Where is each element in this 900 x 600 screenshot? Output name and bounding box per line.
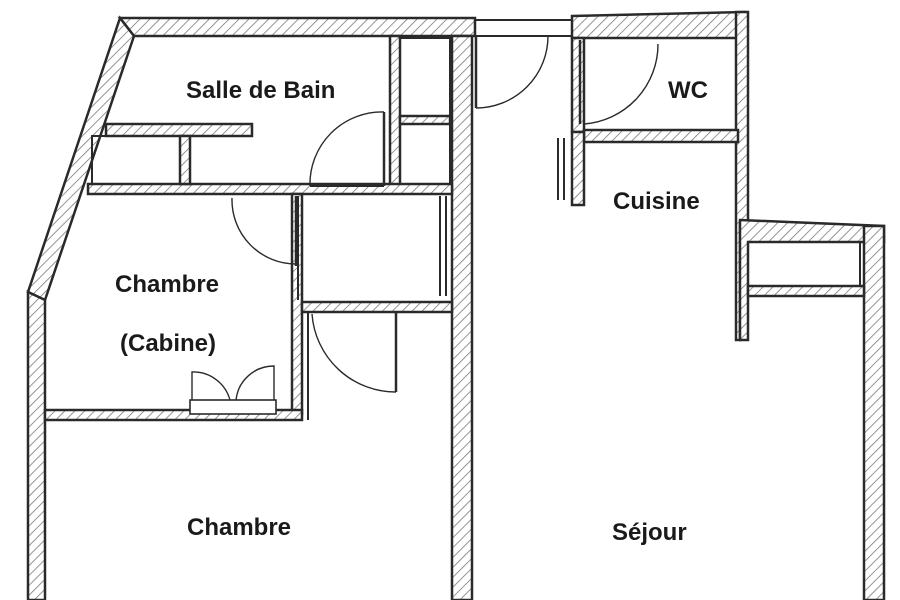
label-cuisine: Cuisine <box>613 188 700 215</box>
label-wc: WC <box>668 77 708 104</box>
wall-wc-left <box>570 36 586 134</box>
niche-box <box>747 241 861 287</box>
niche-shelf <box>746 284 866 298</box>
wall-bath-divider <box>178 134 192 186</box>
wc-door-swing <box>583 43 659 125</box>
label-chambre-cabine-line2: (Cabine) <box>120 330 216 357</box>
entrance-door-swing <box>475 35 549 109</box>
storage-block-lower <box>399 123 451 187</box>
wardrobe-door-right <box>235 365 275 401</box>
wall-bathroom-bottom <box>86 182 454 196</box>
label-sejour: Séjour <box>612 519 687 546</box>
wall-center-spine <box>450 34 474 600</box>
wall-bath-shelf <box>104 122 254 138</box>
label-chambre-cabine-line1: Chambre <box>115 271 219 298</box>
wall-right-step <box>738 218 886 342</box>
wardrobe-door-left <box>191 371 231 401</box>
label-chambre: Chambre <box>187 514 291 541</box>
chambre-door-swing <box>311 313 397 393</box>
wall-wc-bottom <box>582 128 740 144</box>
storage-block-upper <box>399 37 451 119</box>
wall-left <box>26 290 47 600</box>
bath-box <box>91 135 185 185</box>
wall-storage-left <box>388 34 402 194</box>
wall-closet-bottom <box>300 300 454 314</box>
corridor-closet <box>301 193 453 305</box>
wall-right-lower <box>862 224 886 600</box>
wardrobe <box>189 399 277 415</box>
wall-cuisine-stub <box>570 130 586 207</box>
wall-top-left <box>117 16 477 38</box>
wall-storage-mid <box>398 114 452 126</box>
wall-top-right <box>570 10 747 40</box>
bathroom-door-swing <box>309 111 385 187</box>
cabine-door-swing <box>231 197 297 265</box>
wall-left-slanted <box>26 15 136 302</box>
label-salle-de-bain: Salle de Bain <box>186 77 335 104</box>
